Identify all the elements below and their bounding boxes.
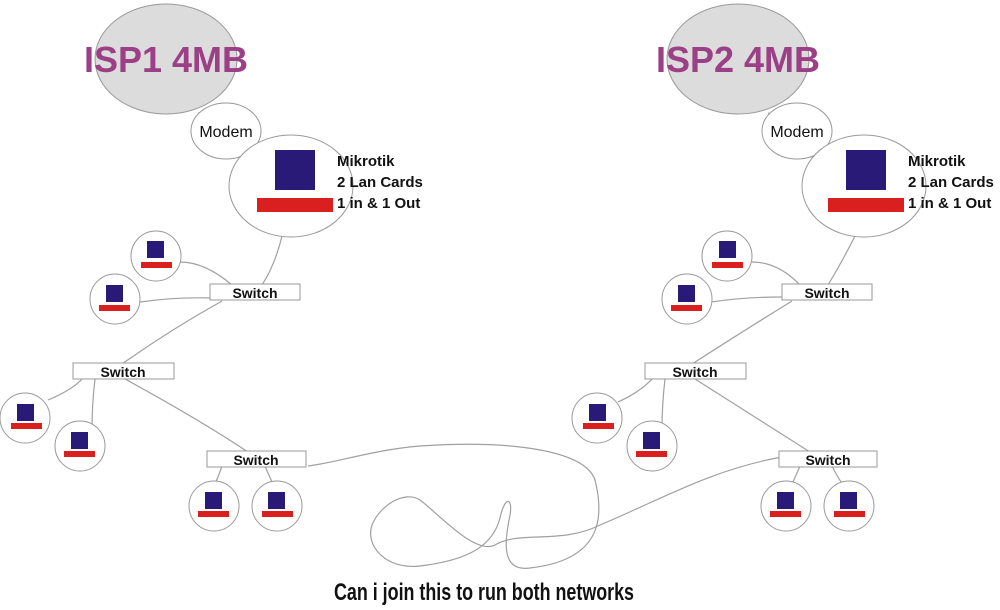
computer-icon: [89, 273, 141, 325]
link-switch-right-b-pc1: [617, 378, 653, 403]
router-right-line2: 2 Lan Cards: [908, 174, 994, 191]
computer-icon: [626, 420, 678, 472]
isp1-label: ISP1 4MB: [84, 39, 248, 80]
mikrotik-router-left: Mikrotik 2 Lan Cards 1 in & 1 Out: [228, 134, 423, 238]
switch-left-c: Switch: [206, 450, 307, 468]
router-monitor-icon: [275, 150, 315, 190]
computer-icon: [0, 392, 51, 444]
isp2-label: ISP2 4MB: [656, 39, 820, 80]
modem-right-label: Modem: [770, 124, 823, 141]
router-right-line1: Mikrotik: [908, 153, 966, 170]
connection-lines: [47, 112, 856, 569]
switch-left-a: Switch: [209, 283, 301, 301]
link-switch-right-b-pc2: [661, 378, 666, 429]
link-switch-left-b-c: [124, 378, 249, 453]
computer-icon: [701, 230, 753, 282]
left-network: ISP1 4MB Modem Mikrotik 2 Lan Cards 1 in…: [0, 3, 423, 532]
computer-icon: [130, 230, 182, 282]
link-switch-left-b-pc1: [47, 378, 83, 401]
modem-left: Modem: [190, 102, 262, 160]
computer-icon: [571, 392, 623, 444]
link-switch-left-b-pc2: [91, 378, 96, 429]
switch-right-c: Switch: [778, 450, 878, 468]
router-left-line3: 1 in & 1 Out: [337, 195, 420, 212]
computer-icon: [54, 420, 106, 472]
link-pc-switch-right-a2: [710, 296, 783, 303]
computer-icon: [251, 480, 303, 532]
switch-left-b: Switch: [72, 362, 175, 380]
switch-right-a-label: Switch: [804, 285, 849, 301]
link-pc-switch-left-a1: [179, 261, 233, 286]
switch-left-c-label: Switch: [233, 452, 278, 468]
link-switch-right-b-c: [694, 378, 811, 453]
link-pc-switch-right-a1: [751, 261, 801, 286]
router-right-line3: 1 in & 1 Out: [908, 195, 991, 212]
router-left-line1: Mikrotik: [337, 153, 395, 170]
switch-right-b: Switch: [644, 362, 747, 380]
modem-right: Modem: [761, 102, 833, 160]
right-network: ISP2 4MB Modem Mikrotik 2 Lan Cards 1 in…: [571, 3, 994, 532]
link-pc-switch-left-a2: [139, 297, 213, 303]
switch-right-a: Switch: [781, 283, 873, 301]
join-line: [307, 443, 783, 569]
modem-left-label: Modem: [199, 124, 252, 141]
switch-left-a-label: Switch: [232, 285, 277, 301]
router-left-line2: 2 Lan Cards: [337, 174, 423, 191]
switch-left-b-label: Switch: [100, 364, 145, 380]
router-monitor-icon: [846, 150, 886, 190]
link-router-switch-right-a: [827, 235, 856, 286]
router-lan-card-icon: [257, 198, 333, 212]
computer-icon: [823, 480, 875, 532]
diagram-caption: Can i join this to run both networks: [334, 579, 634, 606]
isp1-cloud: ISP1 4MB: [84, 3, 248, 115]
computer-icon: [661, 273, 713, 325]
switch-right-b-label: Switch: [672, 364, 717, 380]
link-switch-right-a-b: [691, 300, 793, 365]
switch-right-c-label: Switch: [805, 452, 850, 468]
link-switch-left-a-b: [121, 300, 223, 365]
router-lan-card-icon: [828, 198, 904, 212]
mikrotik-router-right: Mikrotik 2 Lan Cards 1 in & 1 Out: [801, 134, 994, 238]
computer-icon: [188, 480, 240, 532]
computer-icon: [760, 480, 812, 532]
isp2-cloud: ISP2 4MB: [656, 3, 820, 115]
link-router-switch-left-a: [261, 235, 283, 286]
